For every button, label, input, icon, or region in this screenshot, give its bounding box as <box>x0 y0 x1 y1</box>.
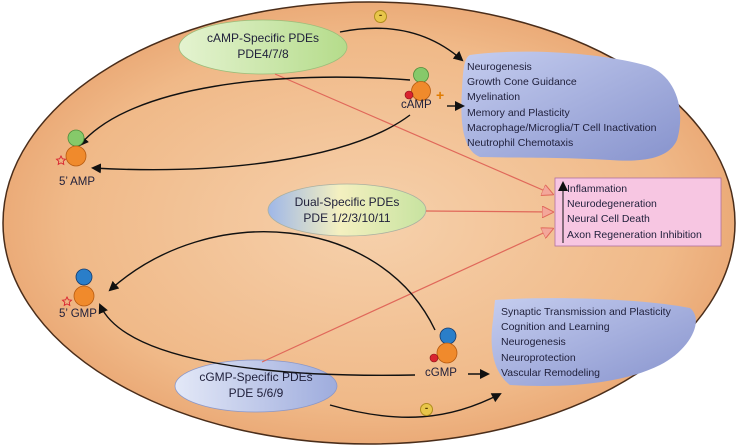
disease-effects-list: Inflammation Neurodegeneration Neural Ce… <box>567 182 702 243</box>
cgmp-to-gmp-arrow-lower <box>98 303 416 376</box>
camp-pde-to-disease-line <box>274 73 552 194</box>
plus-sign-camp: + <box>436 87 445 103</box>
list-item: Inflammation <box>567 183 628 195</box>
list-item: Myelination <box>467 91 521 104</box>
star-icon <box>61 295 73 307</box>
camp-pde-pill <box>178 19 348 75</box>
disease-effects-box <box>554 177 722 247</box>
camp-pde-title: cAMP-Specific PDEs <box>206 31 320 45</box>
list-item: Axon Regeneration Inhibition <box>567 228 702 241</box>
cgmp-effects-blob <box>491 298 696 386</box>
dual-pde-label: Dual-Specific PDEs PDE 1/2/3/10/11 <box>247 194 447 226</box>
cgmp-molecule <box>429 327 458 364</box>
camp-label: cAMP <box>401 99 432 111</box>
list-item: Neutrophil Chemotaxis <box>467 137 574 150</box>
camp-effects-list: Neurogenesis Growth Cone Guidance Myelin… <box>467 60 656 151</box>
list-item: Vascular Remodeling <box>501 366 601 379</box>
camp-to-amp-arrow-upper <box>78 76 411 147</box>
dual-pde-to-disease-line <box>425 211 552 212</box>
gmp-molecule <box>61 268 95 307</box>
amp-molecule <box>55 129 87 167</box>
camp-effects-blob <box>461 51 681 161</box>
camp-pde-isoforms: PDE4/7/8 <box>237 47 289 61</box>
gmp-label: 5’ GMP <box>59 308 97 320</box>
list-item: Neural Cell Death <box>567 213 650 226</box>
cgmp-pde-isoforms: PDE 5/6/9 <box>228 386 284 400</box>
star-icon <box>55 154 67 166</box>
cgmp-label: cGMP <box>425 367 457 379</box>
cgmp-pde-to-disease-line <box>261 229 552 363</box>
minus-sign-top: - <box>374 10 387 23</box>
camp-pde-label: cAMP-Specific PDEs PDE4/7/8 <box>163 30 363 62</box>
camp-molecule <box>404 67 431 101</box>
cgmp-pde-title: cGMP-Specific PDEs <box>199 370 313 384</box>
list-item: Synaptic Transmission and Plasticity <box>501 306 671 318</box>
list-item: Memory and Plasticity <box>467 106 570 119</box>
cgmp-effects-list: Synaptic Transmission and Plasticity Cog… <box>501 305 671 381</box>
list-item: Macrophage/Microglia/T Cell Inactivation <box>467 121 657 134</box>
list-item: Neurodegeneration <box>567 198 657 211</box>
list-item: Neuroprotection <box>501 351 576 364</box>
camp-to-amp-arrow-lower <box>91 114 411 174</box>
list-item: Cognition and Learning <box>501 321 610 334</box>
list-item: Growth Cone Guidance <box>467 76 577 89</box>
dual-pde-title: Dual-Specific PDEs <box>294 195 400 209</box>
dual-pde-pill <box>267 183 427 237</box>
cgmp-to-gmp-arrow-upper <box>108 231 436 331</box>
camp-pde-to-effects-arrow <box>339 27 464 62</box>
dual-pde-isoforms: PDE 1/2/3/10/11 <box>303 211 391 225</box>
cgmp-pde-label: cGMP-Specific PDEs PDE 5/6/9 <box>156 369 356 401</box>
cgmp-pde-to-effects-arrow <box>329 393 502 418</box>
list-item: Neurogenesis <box>501 336 566 349</box>
list-item: Neurogenesis <box>467 61 532 73</box>
minus-sign-bottom: - <box>420 403 433 416</box>
amp-label: 5’ AMP <box>59 176 96 188</box>
